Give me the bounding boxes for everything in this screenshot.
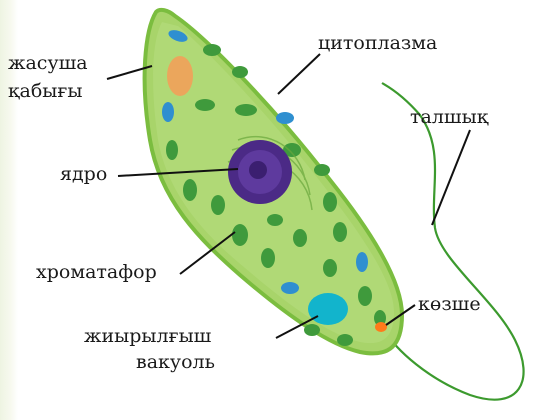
label-nucleus: ядро	[60, 163, 107, 185]
label-vacuole-line2: вакуоль	[136, 351, 215, 373]
cell-wall-patch	[167, 56, 193, 96]
flagellum	[382, 83, 524, 400]
label-cytoplasm: цитоплазма	[318, 32, 437, 54]
label-chromatophore: хроматафор	[36, 261, 157, 283]
label-cell-wall-line2: қабығы	[8, 80, 82, 102]
eyespot	[375, 322, 387, 332]
contractile-vacuole	[308, 293, 348, 325]
label-cell-wall-line1: жасуша	[8, 52, 88, 74]
label-vacuole-line1: жиырылғыш	[84, 325, 211, 347]
label-eyespot: көзше	[418, 293, 481, 315]
label-flagellum: талшық	[410, 106, 488, 128]
